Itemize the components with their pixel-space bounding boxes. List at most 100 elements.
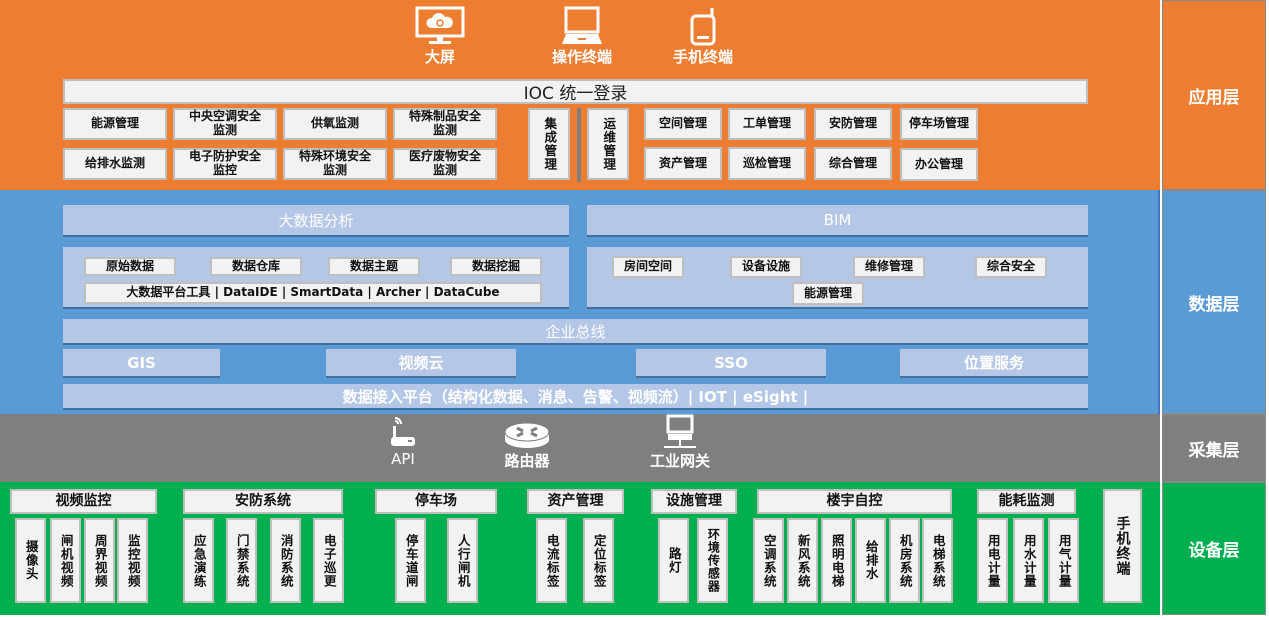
device-item[interactable]: 周界视频	[84, 518, 115, 603]
app-module[interactable]: 医疗废物安全 监测	[393, 148, 497, 180]
device-item[interactable]: 电梯系统	[922, 518, 953, 603]
app-module[interactable]: 综合管理	[814, 147, 892, 180]
device-item[interactable]: 定位标签	[583, 518, 614, 603]
service-label: GIS	[127, 353, 156, 372]
big-data-analysis-title: 大数据分析	[63, 205, 569, 237]
app-module[interactable]: 给排水监测	[63, 148, 167, 180]
device-item[interactable]: 电子巡更	[313, 518, 344, 603]
layer-label-device: 设备层	[1162, 482, 1266, 615]
app-module[interactable]: 空间管理	[644, 108, 722, 140]
big-data-tools[interactable]: 大数据平台工具 | DataIDE | SmartData | Archer |…	[84, 282, 542, 304]
monitor-cloud-icon	[415, 6, 465, 44]
device-item[interactable]: 摄像头	[15, 518, 46, 603]
device-item[interactable]: 环境传感器	[697, 518, 728, 603]
app-module[interactable]: 能源管理	[63, 108, 167, 140]
terminal-big-screen: 大屏	[412, 6, 468, 67]
app-module[interactable]: 特殊环境安全 监测	[283, 148, 387, 180]
divider	[577, 108, 581, 182]
app-module[interactable]: 安防管理	[814, 108, 892, 140]
service-sso[interactable]: SSO	[636, 349, 826, 378]
bim-item[interactable]: 维修管理	[853, 256, 925, 278]
device-item[interactable]: 消防系统	[270, 518, 301, 603]
device-group-title[interactable]: 资产管理	[527, 489, 624, 514]
collection-layer	[0, 414, 1160, 482]
device-item[interactable]: 用电计量	[977, 518, 1008, 603]
bim-label: BIM	[823, 211, 852, 229]
device-group-title[interactable]: 停车场	[375, 489, 497, 514]
device-item[interactable]: 门禁系统	[226, 518, 257, 603]
service-gis[interactable]: GIS	[63, 349, 220, 378]
enterprise-bus-label: 企业总线	[545, 322, 606, 341]
app-module[interactable]: 巡检管理	[728, 147, 806, 180]
mobile-phone-icon	[690, 8, 716, 46]
device-item[interactable]: 闸机视频	[50, 518, 81, 603]
layer-label-collection: 采集层	[1162, 414, 1266, 482]
device-group-title[interactable]: 楼宇自控	[757, 489, 952, 514]
device-mobile-terminal[interactable]: 手机终端	[1103, 489, 1142, 603]
collection-label: 工业网关	[649, 452, 710, 470]
device-group-title[interactable]: 能耗监测	[977, 489, 1076, 514]
device-item[interactable]: 路灯	[658, 518, 689, 603]
app-module[interactable]: 停车场管理	[900, 108, 978, 140]
device-item[interactable]: 给排水	[855, 518, 886, 603]
service-label: 视频云	[398, 354, 444, 372]
device-group-title[interactable]: 视频监控	[10, 489, 157, 514]
big-data-item[interactable]: 数据主题	[328, 257, 420, 276]
app-module[interactable]: 特殊制品安全 监测	[393, 108, 497, 140]
terminal-operator: 操作终端	[542, 6, 622, 67]
device-item[interactable]: 机房系统	[889, 518, 920, 603]
device-group-title[interactable]: 设施管理	[651, 489, 737, 514]
app-module[interactable]: 供氧监测	[283, 108, 387, 140]
big-data-item[interactable]: 数据仓库	[210, 257, 302, 276]
device-item[interactable]: 空调系统	[753, 518, 784, 603]
integration-management[interactable]: 集成管理	[528, 108, 570, 180]
device-group-title[interactable]: 安防系统	[183, 489, 343, 514]
device-item[interactable]: 应急演练	[183, 518, 214, 603]
collection-router: 路由器	[496, 420, 558, 471]
terminal-label: 操作终端	[551, 48, 612, 66]
app-module[interactable]: 工单管理	[728, 108, 806, 140]
app-module[interactable]: 资产管理	[644, 147, 722, 180]
bim-title: BIM	[587, 205, 1088, 237]
device-item[interactable]: 人行闸机	[447, 518, 478, 603]
bim-item[interactable]: 综合安全	[975, 256, 1047, 278]
layer-label-text: 采集层	[1188, 440, 1240, 461]
terminal-label: 手机终端	[672, 48, 733, 66]
device-item[interactable]: 停车道闸	[395, 518, 426, 603]
layer-label-application: 应用层	[1162, 0, 1266, 190]
collection-gateway: 工业网关	[640, 414, 720, 471]
collection-label: API	[391, 450, 415, 468]
ioc-login-label: IOC 统一登录	[523, 84, 628, 104]
device-item[interactable]: 监控视频	[117, 518, 148, 603]
big-data-item[interactable]: 原始数据	[84, 257, 176, 276]
bim-item[interactable]: 能源管理	[792, 282, 864, 305]
ioc-login-bar[interactable]: IOC 统一登录	[63, 79, 1088, 104]
app-module[interactable]: 中央空调安全 监测	[173, 108, 277, 140]
layer-label-data: 数据层	[1162, 190, 1266, 414]
service-video-cloud[interactable]: 视频云	[326, 349, 516, 378]
device-item[interactable]: 用气计量	[1048, 518, 1079, 603]
terminal-mobile: 手机终端	[663, 6, 743, 67]
layer-label-text: 数据层	[1188, 294, 1240, 315]
big-data-analysis-label: 大数据分析	[278, 211, 354, 230]
wireless-router-icon	[391, 417, 415, 446]
data-access-platform: 数据接入平台（结构化数据、消息、告警、视频流）| IOT | eSight |	[63, 384, 1088, 410]
device-item[interactable]: 用水计量	[1013, 518, 1044, 603]
device-item[interactable]: 电流标签	[536, 518, 567, 603]
app-module[interactable]: 电子防护安全 监控	[173, 148, 277, 180]
layer-label-text: 设备层	[1188, 541, 1240, 561]
data-access-platform-label: 数据接入平台（结构化数据、消息、告警、视频流）| IOT | eSight |	[342, 387, 809, 406]
bim-item[interactable]: 房间空间	[612, 256, 684, 278]
collection-api: API	[378, 416, 428, 468]
app-module[interactable]: 办公管理	[900, 148, 978, 181]
collection-label: 路由器	[504, 452, 550, 470]
operations-management[interactable]: 运维管理	[587, 108, 629, 180]
device-item[interactable]: 新风系统	[787, 518, 818, 603]
network-gateway-icon	[664, 414, 696, 448]
big-data-item[interactable]: 数据挖掘	[450, 257, 542, 276]
device-item[interactable]: 照明电梯	[821, 518, 852, 603]
service-location[interactable]: 位置服务	[900, 349, 1088, 378]
bim-item[interactable]: 设备设施	[730, 256, 802, 278]
service-label: SSO	[714, 353, 748, 372]
laptop-icon	[562, 6, 602, 44]
